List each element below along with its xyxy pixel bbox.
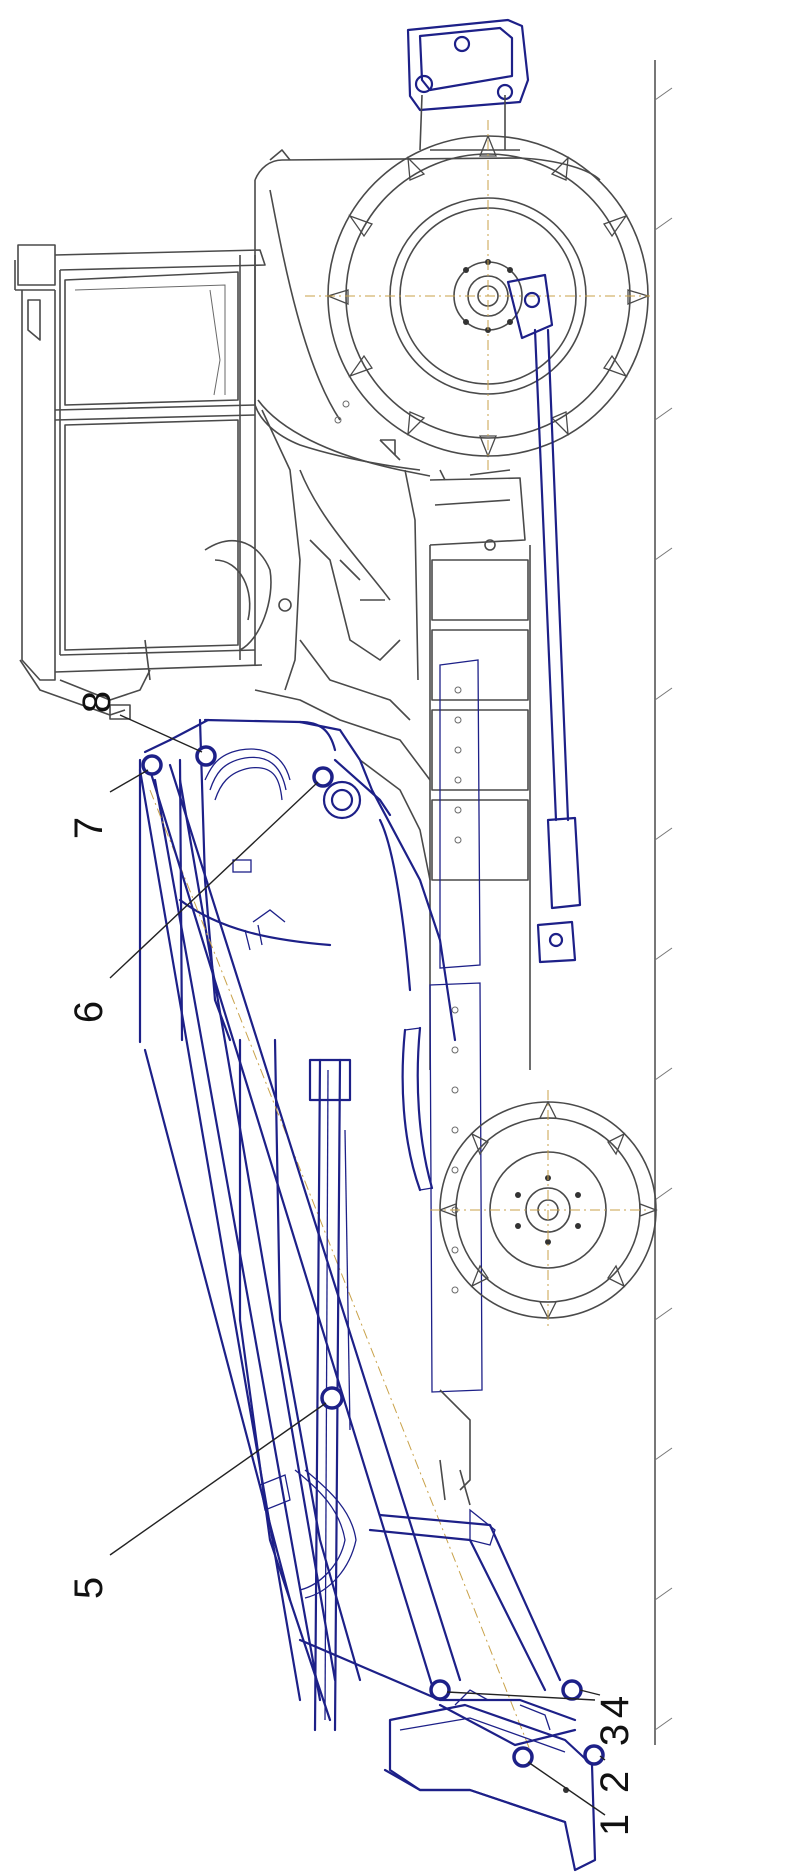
callout-2: 2	[593, 1771, 637, 1793]
leader-7	[109, 769, 149, 793]
ground-line	[654, 60, 673, 1745]
callout-8: 8	[75, 691, 119, 713]
front-fender	[401, 1026, 434, 1192]
front-frame-rail	[429, 659, 483, 1506]
leader-lines	[109, 714, 606, 1816]
leader-4	[446, 1691, 596, 1701]
leader-5	[109, 1402, 327, 1556]
leader-8	[119, 714, 203, 753]
pin-2	[583, 1744, 605, 1766]
callout-5: 5	[67, 1577, 111, 1599]
rear-wheel	[305, 120, 650, 470]
rear-fender	[254, 149, 601, 477]
front-wheel	[430, 1090, 658, 1330]
pin-5	[320, 1386, 344, 1410]
leader-1	[527, 1761, 606, 1816]
callout-3: 3	[593, 1724, 637, 1746]
callout-1: 1	[593, 1814, 637, 1836]
pin-8	[195, 745, 217, 767]
rear-hitch-implement	[406, 18, 530, 151]
loader-mount-frame	[138, 718, 457, 1044]
pin-1	[512, 1746, 534, 1768]
hydraulic-hoses	[204, 748, 357, 1599]
leader-6	[109, 781, 319, 979]
leader-2	[599, 1755, 606, 1761]
loader-stabilizer-strut[interactable]	[506, 273, 582, 964]
cab-frame	[14, 244, 266, 720]
bucket-tilt-linkage[interactable]	[148, 763, 577, 1747]
leader-3	[579, 1689, 601, 1696]
callout-labels: 8 7 6 5 4 3 2 1	[67, 691, 637, 1836]
pin-3	[561, 1679, 583, 1701]
callout-6: 6	[67, 1001, 111, 1023]
tractor-chassis	[204, 409, 531, 1070]
callout-7: 7	[67, 817, 111, 839]
callout-4: 4	[593, 1696, 637, 1718]
pin-4	[429, 1679, 451, 1701]
loader-bucket[interactable]	[383, 1689, 597, 1872]
pin-6	[312, 766, 334, 788]
